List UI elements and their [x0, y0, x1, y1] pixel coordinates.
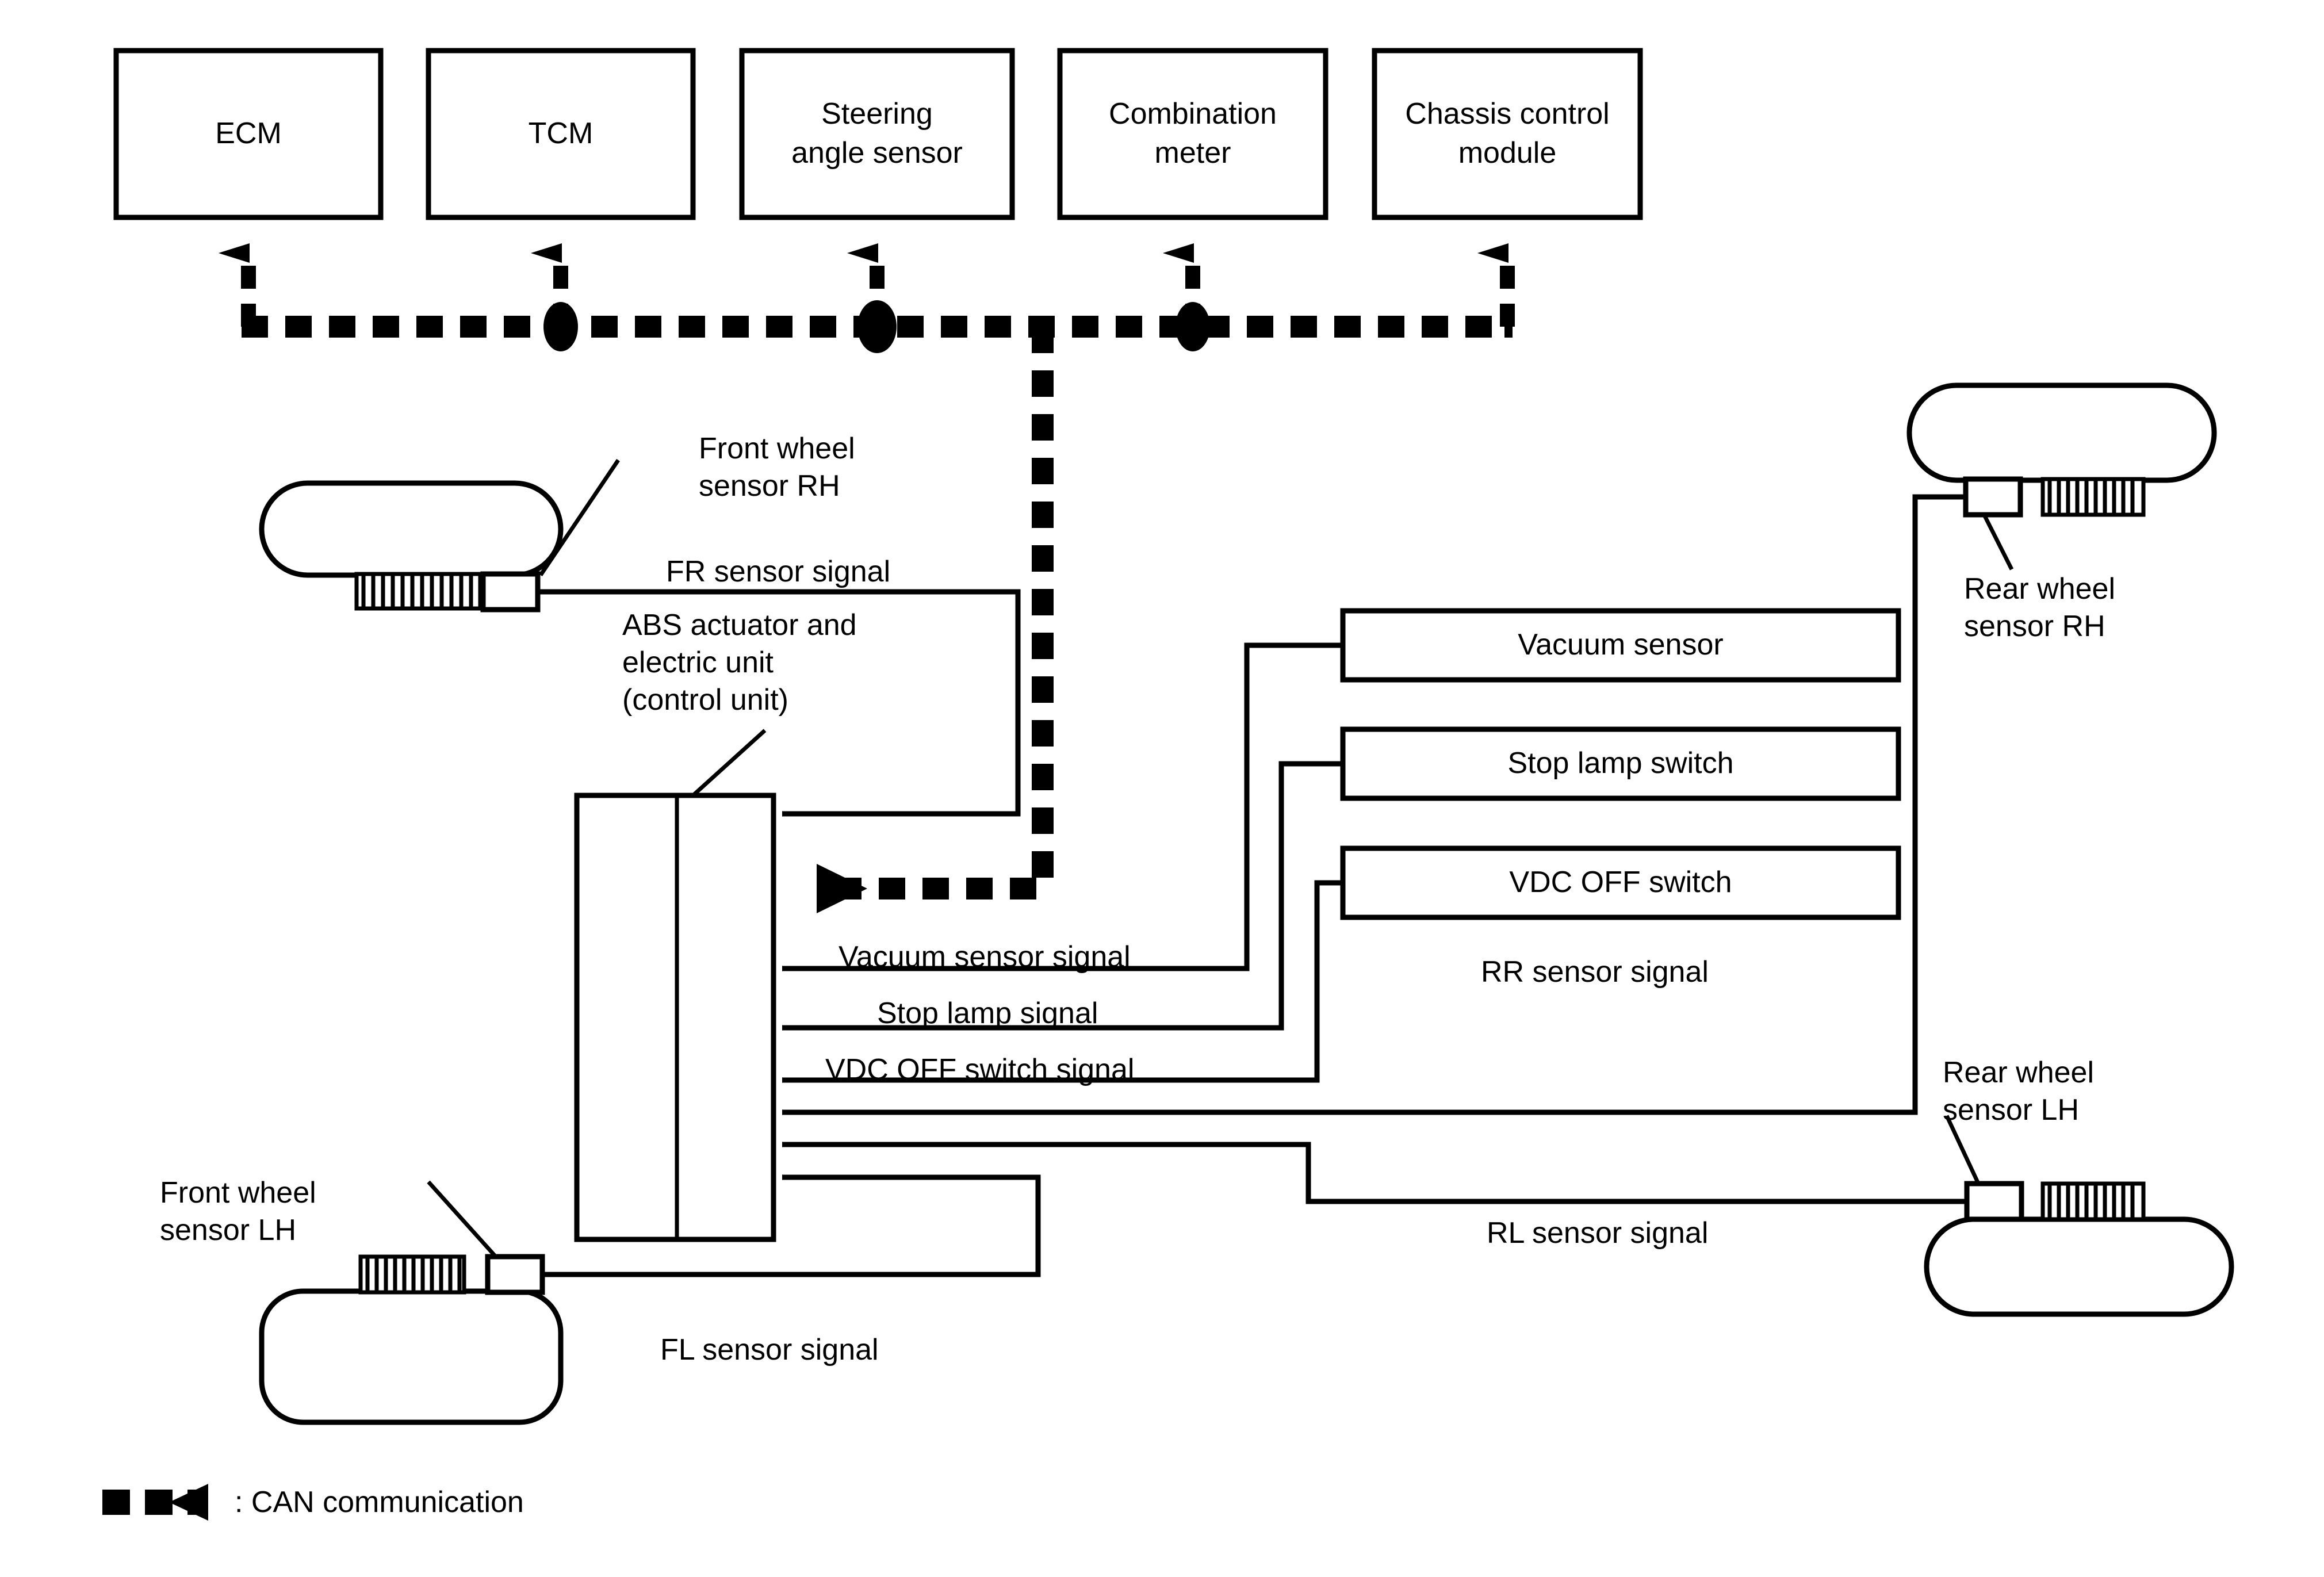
can-node-label-combination-meter: Combination meter	[1109, 97, 1277, 170]
vacuum-sensor-signal-wire	[782, 642, 1343, 971]
rear-wheel-sensor-rh-leader	[1982, 514, 2014, 571]
fl-wheel-body	[259, 1288, 564, 1425]
input-box-label-vdc-off-switch: VDC OFF switch	[1509, 866, 1732, 899]
rear-wheel-sensor-lh-label: Rear wheel sensor LH	[1943, 1056, 2095, 1127]
input-box-vacuum-sensor[interactable]	[1340, 608, 1901, 683]
can-node-box-tcm[interactable]	[426, 48, 696, 220]
can-node-box-chassis-control-module[interactable]	[1372, 48, 1643, 220]
can-junction-dot-2	[857, 300, 897, 353]
rr-sensor-signal-wire	[782, 494, 1966, 1115]
can-node-box-combination-meter[interactable]	[1057, 48, 1328, 220]
legend-text: : CAN communication	[235, 1486, 524, 1519]
front-wheel-sensor-rh-leader	[539, 459, 620, 576]
rr-tone-wheel	[2040, 477, 2146, 517]
stop-lamp-signal-label: Stop lamp signal	[877, 997, 1098, 1030]
control-unit-label: ABS actuator and electric unit (control …	[622, 608, 857, 717]
fl-sensor-signal-wire	[542, 1174, 1041, 1277]
rl-sensor-signal-label: RL sensor signal	[1487, 1216, 1709, 1250]
front-wheel-sensor-rh-symbol	[259, 480, 564, 578]
can-node-boxes	[113, 48, 1643, 220]
rl-tone-wheel	[2040, 1181, 2146, 1222]
vdc-off-switch-signal-wire	[782, 880, 1343, 1083]
rear-wheel-sensor-lh-leader	[1944, 1115, 1981, 1185]
fr-tone-wheel	[354, 572, 483, 611]
vdc-off-switch-signal-label: VDC OFF switch signal	[825, 1053, 1135, 1086]
front-wheel-sensor-lh-label: Front wheel sensor LH	[160, 1176, 316, 1247]
can-node-label-ecm: ECM	[215, 117, 282, 151]
input-box-label-vacuum-sensor: Vacuum sensor	[1518, 628, 1724, 662]
fl-sensor-head	[485, 1254, 545, 1295]
input-boxes	[1340, 608, 1901, 920]
fr-sensor-head	[480, 571, 541, 613]
rl-wheel-body	[1924, 1216, 2234, 1317]
fl-sensor-signal-label: FL sensor signal	[660, 1333, 879, 1367]
can-node-label-steering-angle-sensor: Steering angle sensor	[791, 97, 963, 170]
front-wheel-sensor-lh-leader	[427, 1180, 497, 1258]
can-branch-to-control-unit	[817, 327, 1054, 913]
rear-wheel-sensor-lh-symbol	[1924, 1115, 2234, 1317]
rear-wheel-sensor-rh-symbol	[1906, 382, 2217, 571]
rear-wheel-sensor-rh-label: Rear wheel sensor RH	[1964, 572, 2116, 643]
can-junction-dot-3	[1176, 302, 1210, 351]
control-unit-leader-line	[691, 729, 767, 797]
stop-lamp-signal-wire	[782, 761, 1343, 1031]
can-junction-dot-1	[543, 302, 578, 351]
rr-sensor-signal-label: RR sensor signal	[1481, 955, 1709, 989]
fr-wheel-body	[259, 480, 564, 578]
can-node-label-tcm: TCM	[528, 117, 594, 151]
vacuum-sensor-signal-label: Vacuum sensor signal	[839, 940, 1131, 974]
fr-sensor-signal-label: FR sensor signal	[666, 555, 891, 588]
input-box-vdc-off-switch[interactable]	[1340, 845, 1901, 920]
can-bus-junction-dots	[543, 300, 1210, 353]
rl-sensor-signal-wire	[782, 1142, 1967, 1204]
can-node-label-chassis-control-module: Chassis control module	[1405, 97, 1610, 170]
fl-tone-wheel	[358, 1254, 466, 1295]
can-node-box-ecm[interactable]	[113, 48, 384, 220]
rr-wheel-body	[1906, 382, 2217, 483]
can-node-box-steering-angle-sensor[interactable]	[739, 48, 1015, 220]
fr-sensor-signal-wire	[538, 589, 1021, 817]
front-wheel-sensor-lh-symbol	[259, 1180, 564, 1425]
rr-sensor-head	[1963, 476, 2023, 518]
front-wheel-sensor-rh-label: Front wheel sensor RH	[699, 432, 855, 503]
rl-sensor-head	[1964, 1181, 2024, 1222]
input-box-label-stop-lamp-switch: Stop lamp switch	[1507, 747, 1734, 780]
